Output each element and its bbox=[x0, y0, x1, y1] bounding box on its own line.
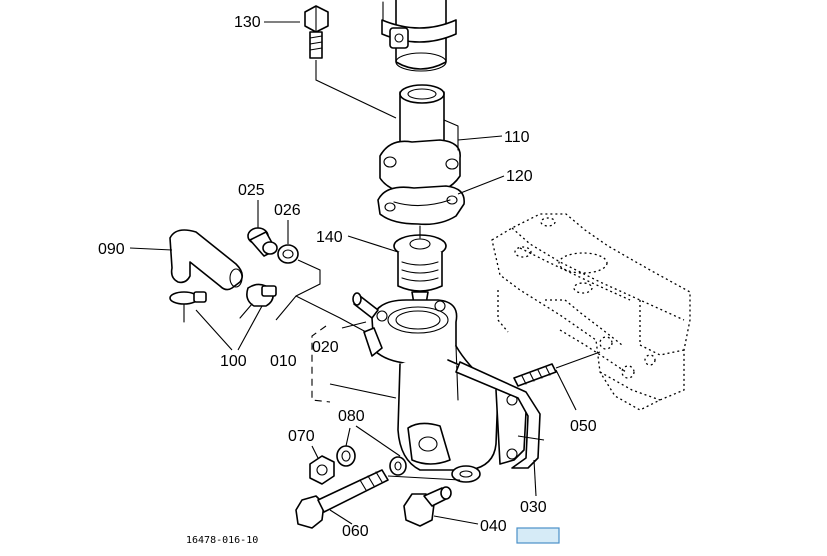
callout-070: 070 bbox=[288, 428, 315, 445]
callout-040: 040 bbox=[480, 518, 507, 535]
callout-026: 026 bbox=[274, 202, 301, 219]
bolt-130 bbox=[304, 5, 397, 119]
gasket-120 bbox=[377, 185, 465, 226]
callout-080: 080 bbox=[338, 408, 365, 425]
water-flange-110 bbox=[379, 84, 461, 195]
plug-025 bbox=[247, 200, 278, 257]
callout-030: 030 bbox=[520, 499, 547, 516]
drawing-reference-code: 16478-016-10 bbox=[186, 535, 258, 546]
leader-020-hose bbox=[275, 295, 367, 333]
engine-block bbox=[491, 213, 691, 411]
callout-120: 120 bbox=[506, 168, 533, 185]
thermostat-140 bbox=[393, 225, 447, 305]
callout-100: 100 bbox=[220, 353, 247, 370]
bolt-060 bbox=[295, 469, 461, 529]
nut-070 bbox=[309, 445, 335, 485]
leader-010 bbox=[329, 383, 397, 399]
callout-130: 130 bbox=[234, 14, 261, 31]
bypass-hose-090 bbox=[129, 229, 244, 291]
washer-080 bbox=[336, 425, 407, 476]
callout-060: 060 bbox=[342, 523, 369, 540]
leader-030 bbox=[533, 459, 537, 497]
callout-110: 110 bbox=[504, 129, 530, 146]
leader-110 bbox=[457, 135, 503, 141]
upper-hose bbox=[381, 0, 457, 72]
leader-140 bbox=[347, 235, 399, 253]
leader-120 bbox=[457, 175, 505, 195]
callout-020: 020 bbox=[312, 339, 339, 356]
hose-clip-left bbox=[169, 291, 207, 323]
assembly-bracket-010 bbox=[311, 325, 331, 403]
callout-090: 090 bbox=[98, 241, 125, 258]
highlight-box[interactable] bbox=[516, 527, 560, 544]
bolt-040 bbox=[403, 486, 479, 527]
stud-050 bbox=[513, 351, 601, 411]
callout-140: 140 bbox=[316, 229, 343, 246]
hose-clip-right bbox=[239, 283, 277, 319]
gasket-030 bbox=[455, 361, 541, 469]
leader-100-b bbox=[237, 305, 263, 351]
leader-100-a bbox=[195, 309, 233, 351]
callout-010: 010 bbox=[270, 353, 297, 370]
leader-030-b bbox=[517, 435, 545, 441]
callout-050: 050 bbox=[570, 418, 597, 435]
callout-025: 025 bbox=[238, 182, 265, 199]
washer-026 bbox=[277, 220, 321, 297]
